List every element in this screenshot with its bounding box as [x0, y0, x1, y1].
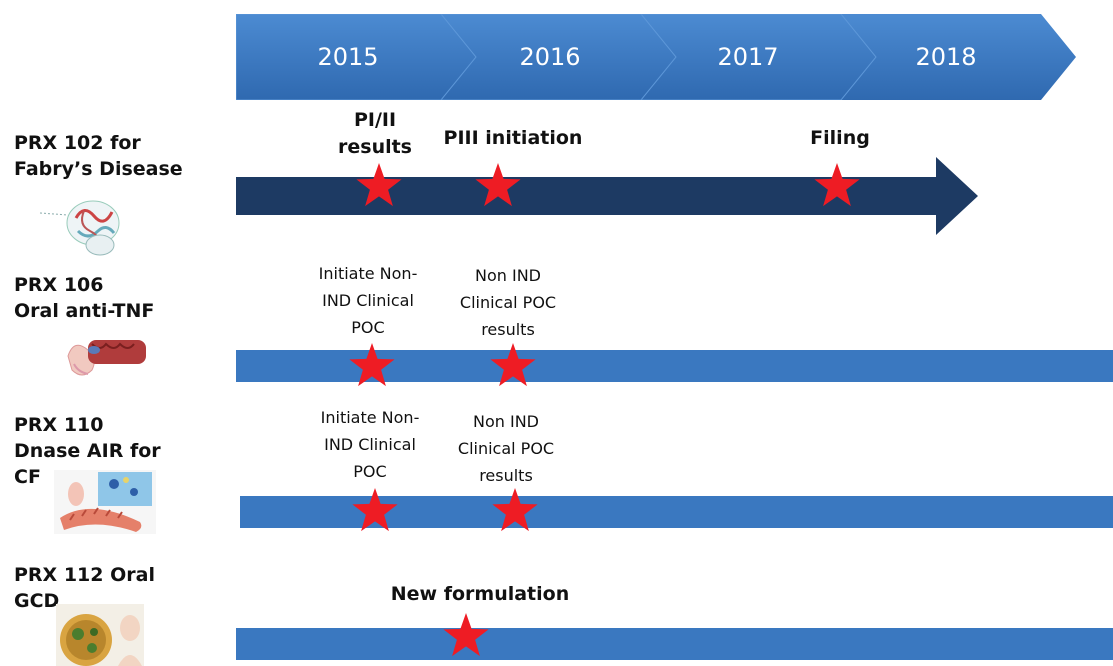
star-icon — [349, 343, 395, 387]
milestone-prx112-new-formulation: New formulation — [390, 583, 570, 605]
star-icon — [492, 488, 538, 532]
milestone-prx102-phase3-initiation: PIII initiation — [443, 127, 583, 149]
year-label-2017: 2017 — [717, 43, 779, 71]
star-icon — [443, 613, 489, 657]
year-label-2016: 2016 — [519, 43, 581, 71]
year-label-2015: 2015 — [317, 43, 379, 71]
milestone-prx106-initiate-poc: Initiate Non- IND Clinical POC — [318, 264, 418, 337]
program-label-prx110: PRX 110 Dnase AIR for CF — [14, 414, 161, 488]
star-icon — [814, 163, 860, 207]
milestone-prx110-poc-results: Non IND Clinical POC results — [457, 412, 555, 485]
chevron-2018 — [836, 14, 1076, 100]
year-timeline-header — [236, 14, 1076, 100]
year-label-2018: 2018 — [915, 43, 977, 71]
star-icon — [352, 488, 398, 532]
fabry-protein-image — [39, 200, 120, 256]
milestone-prx110-initiate-poc: Initiate Non- IND Clinical POC — [320, 408, 420, 481]
program-label-prx102: PRX 102 for Fabry’s Disease — [14, 132, 183, 180]
program-label-prx112: PRX 112 Oral GCD — [14, 564, 155, 612]
intestine-illustration-image — [67, 340, 146, 376]
star-icon — [490, 343, 536, 387]
milestone-prx106-poc-results: Non IND Clinical POC results — [459, 266, 557, 339]
milestone-prx102-filing: Filing — [810, 127, 870, 149]
chevron-2015 — [236, 14, 477, 100]
program-label-prx106: PRX 106 Oral anti-TNF — [14, 274, 155, 322]
milestone-prx102-phase1-2-results: PI/II results — [338, 109, 412, 158]
star-icon — [356, 163, 402, 207]
prx102-timeline-arrow — [236, 157, 978, 235]
plant-cell-illustration-image — [56, 604, 144, 666]
prx112-timeline-bar — [236, 628, 1113, 660]
airway-illustration-image — [54, 470, 156, 534]
star-icon — [475, 163, 521, 207]
